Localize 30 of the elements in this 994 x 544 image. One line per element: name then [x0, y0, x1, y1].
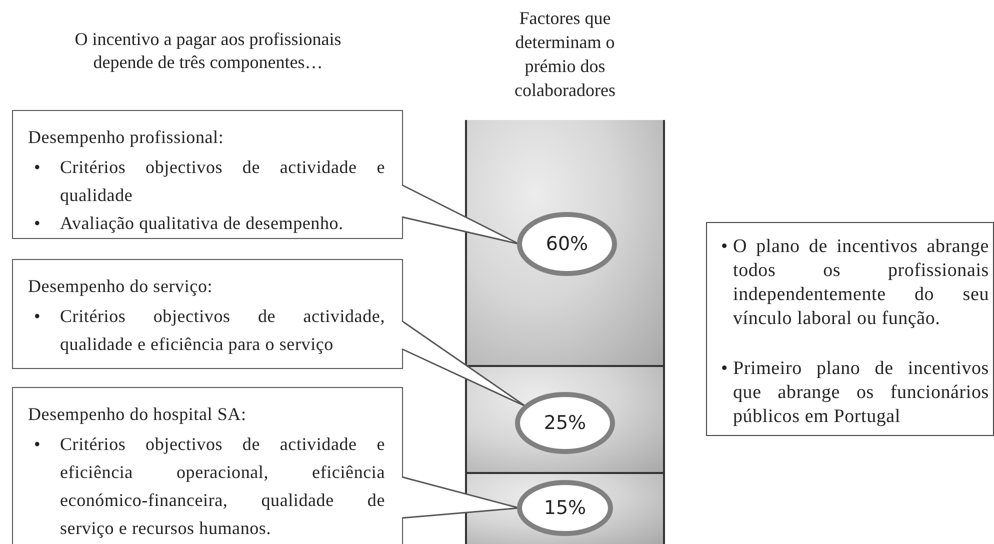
percentage-value: 60%	[546, 233, 588, 255]
heading-text: O incentivo a pagar aos profissionais depende de três componentes…	[74, 28, 342, 74]
bullet-text: Critérios objectivos de actividade, qualidade e eficiência para o serviço	[60, 305, 385, 356]
callout-pointer	[401, 184, 520, 245]
bullet-text: Avaliação qualitativa de desempenho.	[60, 212, 344, 235]
callout-pointer	[401, 320, 526, 408]
callout-heading: Desempenho do hospital SA:	[28, 403, 248, 426]
bullet-marker: •	[33, 305, 42, 328]
percentage-value: 15%	[544, 497, 586, 519]
callout-heading: Desempenho profissional:	[28, 126, 225, 149]
column-segment	[467, 120, 663, 367]
callout-box	[12, 387, 403, 544]
bullet-text: Critérios objectivos de actividade e qualidade	[60, 156, 385, 207]
callout-heading: Desempenho do serviço:	[28, 275, 214, 298]
column-segment	[467, 474, 663, 544]
callout-pointer	[401, 476, 520, 519]
bullet-text: Primeiro plano de incentivos que abrange os funcionários públicos em Portugal	[733, 357, 989, 429]
callout-box	[12, 259, 403, 369]
bullet-text: Critérios objectivos de actividade e eficiência operacional, eficiência económico-financeira, qualidade de serviço e recursos humanos.	[60, 433, 385, 540]
bullet-marker: •	[33, 212, 42, 235]
percentage-value: 25%	[544, 412, 586, 434]
bullet-marker: •	[33, 156, 42, 179]
note-box	[706, 222, 994, 436]
callout-box	[12, 110, 403, 239]
bullet-marker: •	[721, 357, 729, 381]
bullet-text: O plano de incentivos abrange todos os profissionais independentemente do seu vínculo laboral ou função.	[733, 235, 989, 331]
column-heading: Factores que determinam o prémio dos colaboradores	[514, 7, 616, 102]
bullet-marker: •	[721, 235, 729, 259]
bullet-marker: •	[33, 433, 42, 456]
column-segment	[467, 367, 663, 474]
